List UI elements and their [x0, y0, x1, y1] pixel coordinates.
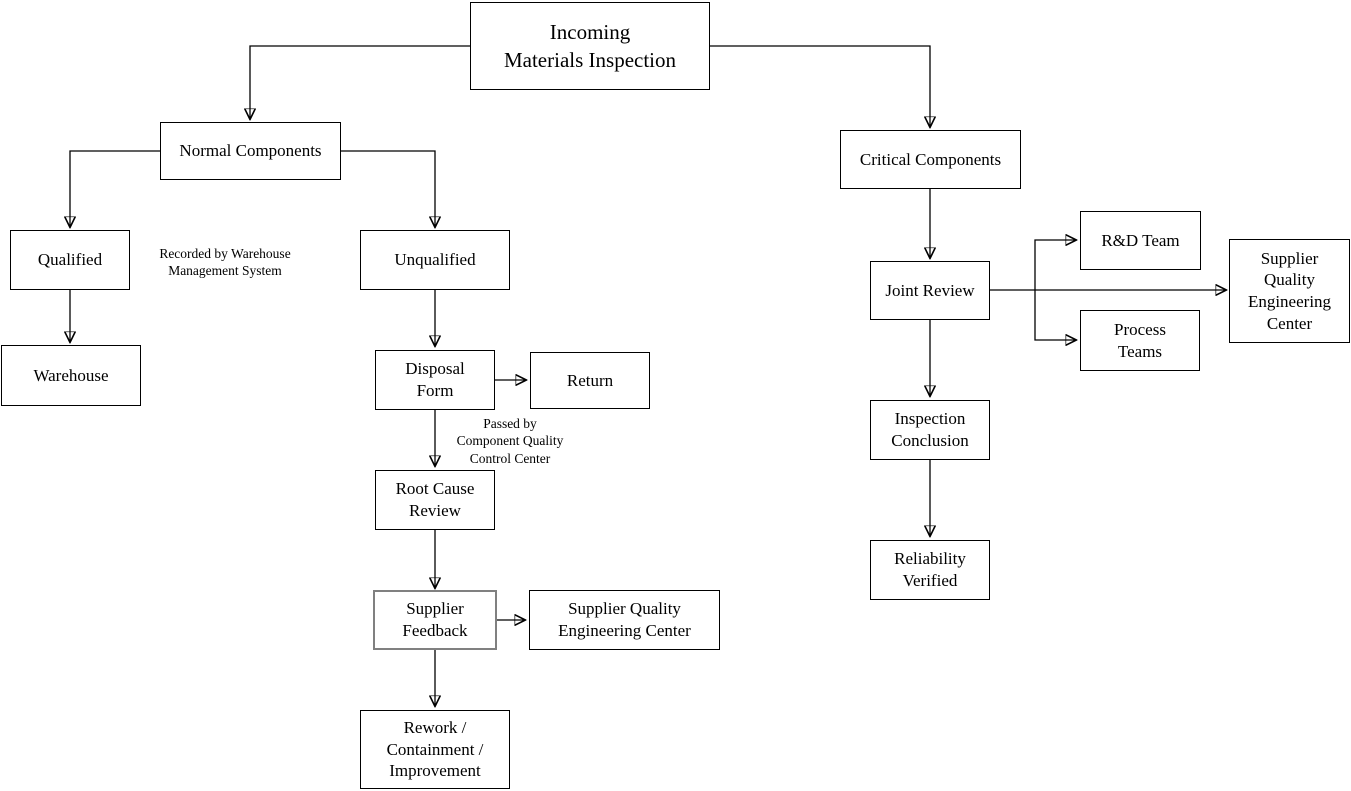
annotation-passed-by-component-quality: Passed by Component Quality Control Cent…	[456, 416, 564, 466]
node-joint-review[interactable]: Joint Review	[870, 261, 990, 320]
node-label: Supplier Feedback	[402, 599, 468, 640]
edge-normal-to-unqualified	[341, 150, 435, 227]
node-process-teams[interactable]: Process Teams	[1080, 310, 1200, 371]
node-normal-components[interactable]: Normal Components	[160, 122, 341, 180]
edge-branch-to-rd-team	[1034, 240, 1076, 290]
node-label: Unqualified	[394, 250, 476, 270]
node-rd-team[interactable]: R&D Team	[1080, 211, 1201, 270]
node-unqualified[interactable]: Unqualified	[360, 230, 510, 290]
node-label: Warehouse	[33, 365, 109, 385]
node-label: Return	[566, 370, 614, 390]
node-supplier-feedback[interactable]: Supplier Feedback	[373, 590, 497, 650]
edge-normal-to-qualified	[70, 150, 160, 227]
node-reliability-verified[interactable]: Reliability Verified	[870, 540, 990, 600]
annotation-recorded-by-warehouse: Recorded by Warehouse Management System	[159, 246, 291, 279]
edge-title-to-critical-components	[710, 45, 930, 127]
node-label: R&D Team	[1101, 230, 1180, 250]
node-supplier-quality-engineering-center[interactable]: Supplier Quality Engineering Center	[529, 590, 720, 650]
node-qualified[interactable]: Qualified	[10, 230, 130, 290]
node-disposal-form[interactable]: Disposal Form	[375, 350, 495, 410]
node-label: Inspection Conclusion	[891, 409, 969, 450]
node-label: Incoming Materials Inspection	[503, 19, 677, 72]
node-incoming-materials-inspection[interactable]: Incoming Materials Inspection	[470, 2, 710, 90]
node-inspection-conclusion[interactable]: Inspection Conclusion	[870, 400, 990, 460]
node-label: Disposal Form	[405, 359, 465, 400]
node-label: Qualified	[37, 250, 103, 270]
node-label: Supplier Quality Engineering Center	[558, 599, 691, 640]
node-label: Process Teams	[1114, 319, 1166, 361]
node-critical-components[interactable]: Critical Components	[840, 130, 1021, 189]
node-label: Root Cause Review	[395, 479, 475, 520]
node-label: Supplier Quality Engineering Center	[1247, 248, 1332, 333]
edge-title-to-normal-components	[250, 45, 470, 119]
node-label: Normal Components	[179, 141, 322, 161]
node-label: Critical Components	[859, 149, 1002, 169]
node-supplier-quality-engineering-center-right[interactable]: Supplier Quality Engineering Center	[1229, 239, 1350, 343]
node-label: Reliability Verified	[894, 549, 966, 590]
node-root-cause-review[interactable]: Root Cause Review	[375, 470, 495, 530]
node-label: Joint Review	[885, 280, 975, 300]
node-rework-containment-improvement[interactable]: Rework / Containment / Improvement	[360, 710, 510, 789]
node-warehouse[interactable]: Warehouse	[1, 345, 141, 406]
node-return[interactable]: Return	[530, 352, 650, 409]
edge-branch-to-process-teams	[1034, 290, 1076, 340]
node-label: Rework / Containment / Improvement	[386, 717, 484, 781]
